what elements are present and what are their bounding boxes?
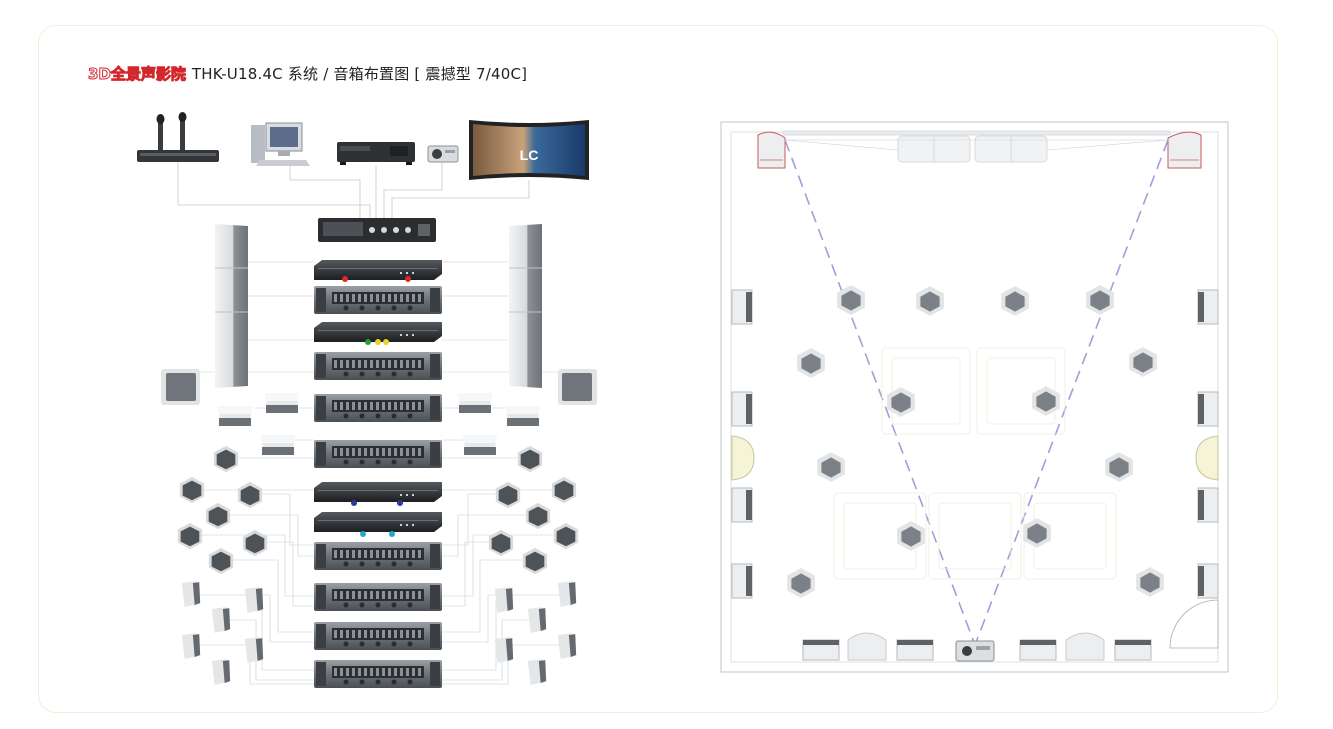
wall-speaker [557,633,577,659]
outer-frame [38,25,1278,713]
right-wall-boxes [1195,289,1219,599]
amplifier-8 [314,660,442,688]
front-lcr-speakers [897,135,1048,163]
surround-speaker [218,406,252,426]
amplifier-rack [314,260,442,688]
seating-area [833,347,1117,580]
dsp-unit-4 [314,512,442,532]
front-left-column [757,131,786,169]
surround-speaker [265,393,299,413]
wall-speaker [557,581,577,607]
wall-speaker [494,587,514,613]
left-wall-boxes [731,289,755,599]
ceiling-speaker [551,476,577,504]
right-subwoofer [558,369,597,405]
ceiling-speaker [177,522,203,550]
brand-logo: 3D全景声影院 [88,64,187,83]
ceiling-speaker [242,529,268,557]
amplifier-4 [314,440,442,468]
wall-speaker [527,659,547,685]
title-text: THK-U18.4C 系统 / 音箱布置图 [ 震撼型 7/40C] [191,64,528,83]
right-column-speaker [509,224,542,388]
curved-screen: LC [469,120,589,180]
right-ceiling-speakers [488,445,579,575]
door-icon [1169,599,1219,649]
front-right-column [1167,131,1202,169]
left-subwoofer [161,369,200,405]
wall-speaker [244,637,264,663]
amplifier-3 [314,394,442,422]
surround-speaker [261,435,295,455]
amplifier-7 [314,622,442,650]
ceiling-speaker [237,481,263,509]
speaker-wiring-red [248,261,508,297]
amplifier-2 [314,352,442,380]
room-plan [720,121,1229,673]
av-processor [318,218,436,242]
ceiling-speaker [553,522,579,550]
speaker-wiring-blue [190,407,568,685]
ceiling-speaker [205,502,231,530]
projector [427,145,459,163]
projection-screen [782,130,1171,136]
left-wall-speakers [181,581,264,685]
ceiling-speaker [517,445,543,473]
wall-speaker [244,587,264,613]
surround-speaker [506,406,540,426]
screen-logo: LC [520,147,539,163]
surround-speaker [463,435,497,455]
media-player [337,142,415,165]
left-ceiling-speakers [177,445,268,575]
amplifier-5 [314,542,442,570]
wall-speaker [494,637,514,663]
wall-speaker [527,607,547,633]
wall-speaker [211,607,231,633]
right-wall-speakers [494,581,577,685]
amplifier-6 [314,583,442,611]
page-title: 3D全景声影院 THK-U18.4C 系统 / 音箱布置图 [ 震撼型 7/40… [88,60,527,86]
viewing-angle-lines [784,139,1169,646]
ceiling-speaker [525,502,551,530]
computer-icon [251,122,310,166]
source-wiring [177,162,530,218]
left-column-speaker [215,224,248,388]
surround-speaker [458,393,492,413]
left-surround-boxes [218,393,299,455]
right-surround-boxes [458,393,540,455]
ceiling-speaker [495,481,521,509]
wall-speaker [181,581,201,607]
ceiling-speaker [213,445,239,473]
room-projector [955,640,995,662]
ceiling-speaker [208,547,234,575]
ceiling-speaker [179,476,205,504]
wall-speaker [211,659,231,685]
ceiling-speaker [522,547,548,575]
ceiling-speaker [488,529,514,557]
microphone-receiver [137,112,219,162]
dsp-unit-1 [314,260,442,280]
dsp-unit-3 [314,482,442,502]
wall-speaker [181,633,201,659]
amplifier-1 [314,286,442,314]
coverage-lines [784,139,1169,151]
rear-wall-speakers [802,632,1152,661]
